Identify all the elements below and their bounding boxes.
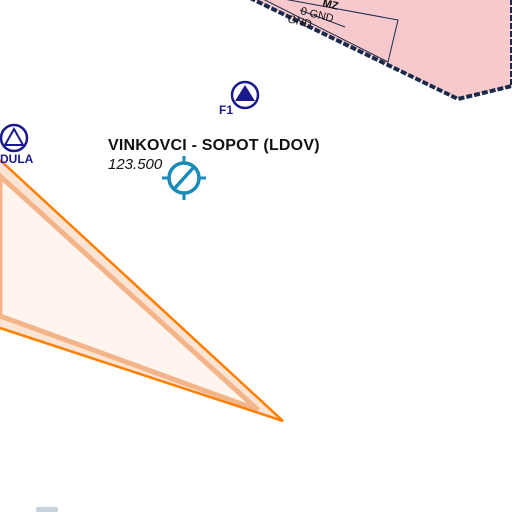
reporting-point-label-dula: DULA [0,152,34,166]
triangle-icon [235,85,255,101]
map-edge-marker [36,507,58,512]
triangle-outline-icon [3,126,25,146]
airspace-label-lower: GND [286,13,313,31]
reporting-point-f1[interactable] [230,80,260,110]
reporting-point-dula[interactable] [0,123,29,153]
restricted-area-divider [299,9,346,28]
aerodrome-symbol[interactable] [162,156,206,200]
airport-frequency: 123.500 [108,156,163,173]
runway-icon [173,166,195,190]
sector-inner-area [0,172,260,413]
restricted-area-fill [249,0,512,102]
airport-name: VINKOVCI - SOPOT (LDOV) [108,137,320,154]
restricted-area-inner-box [263,0,399,63]
airspace-label-partial: MZ [321,0,340,13]
restricted-area: MZ 0 GND GND [249,0,512,102]
sector-boundary-line [0,159,284,423]
approach-sector [0,159,284,423]
reporting-point-label-f1: F1 [219,103,234,117]
